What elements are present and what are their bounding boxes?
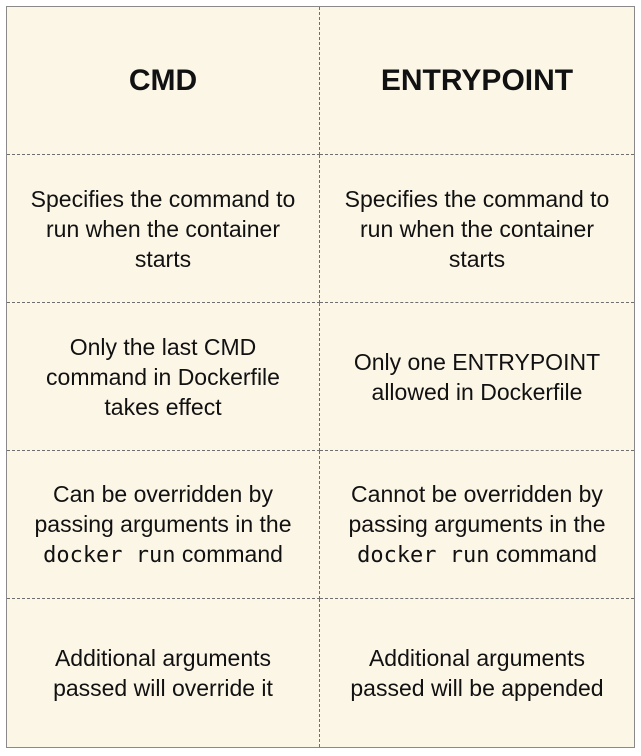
- row-4-cmd-cell: Additional arguments passed will overrid…: [7, 599, 320, 747]
- row-3-cmd-cell: Can be overridden by passing arguments i…: [7, 451, 320, 599]
- row-3-entrypoint-cell: Cannot be overridden by passing argument…: [320, 451, 634, 599]
- row-2-entrypoint-cell: Only one ENTRYPOINT allowed in Dockerfil…: [320, 303, 634, 451]
- row-3-cmd-suffix: command: [181, 540, 283, 567]
- header-entrypoint: ENTRYPOINT: [320, 7, 634, 155]
- row-3-entrypoint-prefix: Cannot be overridden by passing argument…: [348, 480, 606, 537]
- row-3-cmd-text: Can be overridden by passing arguments i…: [21, 479, 306, 571]
- row-2-cmd-cell: Only the last CMD command in Dockerfile …: [7, 303, 320, 451]
- header-cmd: CMD: [7, 7, 320, 155]
- row-2-cmd-text: Only the last CMD command in Dockerfile …: [46, 333, 280, 420]
- row-3-entrypoint-suffix: command: [495, 540, 597, 567]
- row-1-cmd-cell: Specifies the command to run when the co…: [7, 155, 320, 303]
- row-3-entrypoint-code: docker run: [357, 542, 490, 568]
- row-3-cmd-prefix: Can be overridden by passing arguments i…: [34, 480, 292, 537]
- row-1-cmd-text: Specifies the command to run when the co…: [30, 185, 296, 272]
- row-4-entrypoint-cell: Additional arguments passed will be appe…: [320, 599, 634, 747]
- row-3-entrypoint-text: Cannot be overridden by passing argument…: [332, 479, 622, 571]
- row-1-entrypoint-text: Specifies the command to run when the co…: [344, 185, 610, 272]
- row-3-cmd-code: docker run: [43, 542, 176, 568]
- row-1-entrypoint-cell: Specifies the command to run when the co…: [320, 155, 634, 303]
- comparison-table: CMD ENTRYPOINT Specifies the command to …: [6, 6, 635, 748]
- header-entrypoint-label: ENTRYPOINT: [380, 63, 574, 97]
- header-cmd-label: CMD: [128, 63, 198, 97]
- row-2-entrypoint-text: Only one ENTRYPOINT allowed in Dockerfil…: [353, 348, 601, 405]
- row-4-cmd-text: Additional arguments passed will overrid…: [53, 645, 273, 701]
- row-4-entrypoint-text: Additional arguments passed will be appe…: [350, 645, 604, 701]
